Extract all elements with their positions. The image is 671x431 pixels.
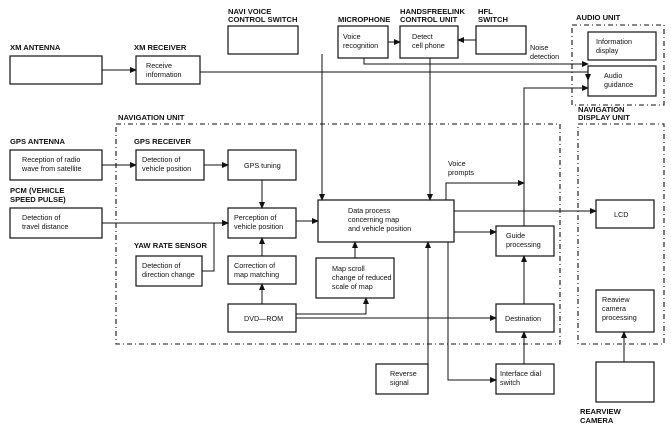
reception-radio-wave-text-2: wave from satellite: [21, 164, 82, 173]
reaview-camera-processing-text-2: camera: [602, 304, 626, 313]
nav-display-label-1: NAVIGATION: [578, 105, 625, 114]
lcd-box: [595, 199, 655, 229]
correction-map-matching-text-2: map matching: [234, 270, 279, 279]
microphone-label: MICROPHONE: [338, 15, 390, 24]
map-scroll-text-3: scale of map: [332, 282, 373, 291]
rearview-camera-label-2: CAMERA: [580, 416, 614, 425]
hfl-switch-box: [475, 25, 527, 55]
destination-text: Destination: [505, 314, 541, 323]
navigation-unit-frame: [115, 123, 561, 345]
detection-vehicle-position-text-2: vehicle position: [142, 164, 191, 173]
reverse-signal-text-1: Reverse: [390, 369, 417, 378]
destination-box: [495, 303, 555, 333]
xm-receiver-label: XM RECEIVER: [134, 43, 187, 52]
handsfree-label-1: HANDSFREELINK: [400, 7, 465, 16]
detection-vehicle-position-text-1: Detection of: [142, 155, 180, 164]
guide-processing-text-1: Guide: [506, 231, 525, 240]
rearview-camera-box: [595, 361, 655, 403]
perception-vehicle-position-text-1: Perception of: [234, 213, 276, 222]
interface-dial-switch-text-2: switch: [500, 378, 520, 387]
hfl-label-2: SWITCH: [478, 15, 508, 24]
detection-travel-distance-box: [9, 207, 103, 239]
xm-antenna-box: [9, 55, 103, 85]
detection-direction-change-box: [135, 255, 203, 287]
detection-travel-distance-text-2: travel distance: [22, 222, 68, 231]
rearview-camera-label-1: REARVIEW: [580, 407, 622, 416]
detection-direction-change-text-1: Detection of: [142, 261, 180, 270]
yaw-rate-label: YAW RATE SENSOR: [134, 241, 208, 250]
xm-antenna-label: XM ANTENNA: [10, 43, 61, 52]
information-display-box: [587, 31, 657, 61]
detection-direction-change-text-2: direction change: [142, 270, 195, 279]
lcd-text: LCD: [614, 210, 628, 219]
data-process-text-1: Data process: [348, 206, 391, 215]
detect-cell-phone-box: [399, 25, 459, 59]
detect-cell-phone-text-1: Detect: [412, 32, 433, 41]
hfl-label-1: HFL: [478, 7, 493, 16]
connectors: [102, 37, 627, 383]
noise-detection-text-2: detection: [530, 52, 559, 61]
guide-processing-text-2: processing: [506, 240, 541, 249]
receive-information-box: [135, 55, 201, 85]
reverse-signal-text-2: signal: [390, 378, 409, 387]
map-scroll-text-2: change of reduced: [332, 273, 392, 282]
perception-vehicle-position-text-2: vehicle position: [234, 222, 283, 231]
audio-guidance-text-1: Audio: [604, 71, 622, 80]
reception-radio-wave-text-1: Reception of radio: [22, 155, 80, 164]
reverse-signal-box: [375, 363, 429, 395]
voice-prompts-text-2: prompts: [448, 168, 474, 177]
interface-dial-switch-text-1: Interface dial: [500, 369, 542, 378]
navi-voice-label-1: NAVI VOICE: [228, 7, 271, 16]
dvd-rom-text: DVD—ROM: [244, 314, 283, 323]
gps-receiver-label: GPS RECEIVER: [134, 137, 191, 146]
voice-recognition-text-2: recognition: [343, 41, 378, 50]
voice-recognition-text-1: Voice: [343, 32, 361, 41]
audio-unit-label: AUDIO UNIT: [576, 13, 621, 22]
dvd-rom-box: [227, 303, 297, 333]
navi-voice-switch-box: [227, 25, 299, 55]
data-process-text-2: concerning map: [348, 215, 399, 224]
information-display-text-1: Information: [596, 37, 632, 46]
map-scroll-box: [315, 257, 395, 299]
gps-antenna-label: GPS ANTENNA: [10, 137, 66, 146]
receive-information-text-2: information: [146, 70, 182, 79]
handsfree-label-2: CONTROL UNIT: [400, 15, 458, 24]
information-display-text-2: display: [596, 46, 619, 55]
navi-voice-label-2: CONTROL SWITCH: [228, 15, 297, 24]
reception-radio-wave-box: [9, 149, 103, 181]
receive-information-text-1: Receive: [146, 61, 172, 70]
map-scroll-text-1: Map scroll: [332, 264, 365, 273]
pcm-label-1: PCM (VEHICLE: [10, 186, 64, 195]
gps-tuning-text: GPS tuning: [244, 161, 281, 170]
reaview-camera-processing-box: [595, 289, 655, 333]
correction-map-matching-text-1: Correction of: [234, 261, 275, 270]
reaview-camera-processing-text-3: processing: [602, 313, 637, 322]
navigation-display-unit-frame: [577, 123, 665, 345]
data-process-text-3: and vehicle position: [348, 224, 411, 233]
noise-detection-text-1: Noise: [530, 43, 548, 52]
pcm-label-2: SPEED PULSE): [10, 195, 66, 204]
voice-prompts-text-1: Voice: [448, 159, 466, 168]
detection-travel-distance-text-1: Detection of: [22, 213, 60, 222]
audio-guidance-box: [587, 65, 657, 97]
nav-display-label-2: DISPLAY UNIT: [578, 113, 630, 122]
reaview-camera-processing-text-1: Reaview: [602, 295, 630, 304]
audio-unit-frame: [571, 24, 665, 106]
audio-guidance-text-2: guidance: [604, 80, 633, 89]
data-process-box: [317, 199, 455, 243]
detect-cell-phone-text-2: cell phone: [412, 41, 445, 50]
detection-vehicle-position-box: [135, 149, 205, 181]
navigation-unit-label: NAVIGATION UNIT: [118, 113, 185, 122]
